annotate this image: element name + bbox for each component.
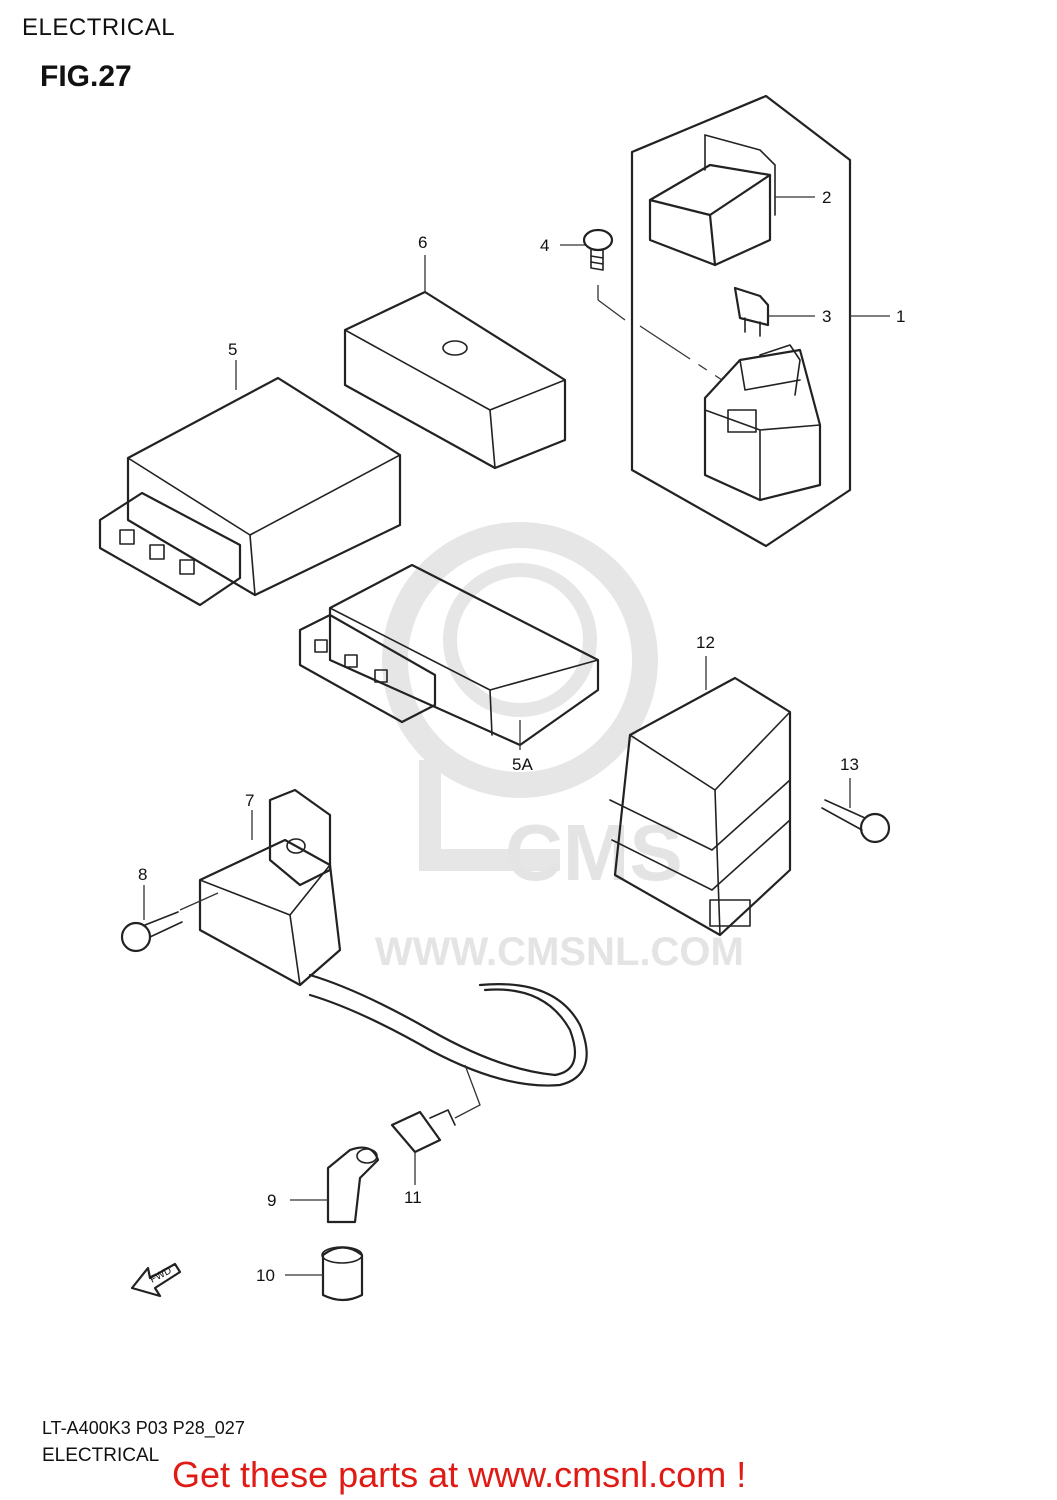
starter-relay-body bbox=[597, 285, 822, 502]
diagram-code: LT-A400K3 P03 P28_027 bbox=[42, 1418, 245, 1438]
section-header: ELECTRICAL bbox=[22, 14, 176, 41]
footer-title: ELECTRICAL bbox=[42, 1445, 160, 1466]
watermark-logo-text: CMS bbox=[505, 808, 683, 897]
part-4-screw[interactable] bbox=[560, 228, 614, 271]
part-9-spark-plug-cap[interactable] bbox=[290, 1146, 380, 1224]
figure-title: FIG.27 bbox=[40, 60, 132, 93]
part-7-ignition-coil[interactable] bbox=[179, 788, 588, 1087]
promo-link[interactable]: Get these parts at www.cmsnl.com ! bbox=[172, 1454, 747, 1495]
part-5a-cdi-unit[interactable] bbox=[298, 563, 600, 750]
watermark-logo: CMS WWW.CMSNL.COM bbox=[375, 522, 744, 974]
part-11-terminal[interactable] bbox=[390, 1064, 481, 1185]
part-13-bolt[interactable] bbox=[821, 778, 891, 844]
callout-12: 12 bbox=[696, 633, 715, 652]
part-10-cap-cover[interactable] bbox=[285, 1246, 364, 1302]
part-8-bolt[interactable] bbox=[120, 885, 183, 953]
callout-13: 13 bbox=[840, 755, 859, 774]
callout-4: 4 bbox=[540, 236, 549, 255]
forward-direction-arrow-icon: FWD bbox=[130, 1262, 182, 1298]
fwd-label: FWD bbox=[148, 1265, 173, 1285]
part-2-relay-cap[interactable] bbox=[648, 134, 815, 267]
callout-1: 1 bbox=[896, 307, 905, 326]
part-12-regulator-rectifier[interactable] bbox=[609, 656, 792, 937]
callout-5: 5 bbox=[228, 340, 237, 359]
part-1-starter-relay-assembly[interactable] bbox=[630, 94, 890, 548]
callout-2: 2 bbox=[822, 188, 831, 207]
callout-7: 7 bbox=[245, 791, 254, 810]
callout-6: 6 bbox=[418, 233, 427, 252]
callout-11: 11 bbox=[404, 1188, 422, 1207]
callout-5a: 5A bbox=[512, 755, 533, 774]
callout-9: 9 bbox=[267, 1191, 276, 1210]
callout-8: 8 bbox=[138, 865, 147, 884]
part-6-cover[interactable] bbox=[343, 255, 567, 470]
callout-10: 10 bbox=[256, 1266, 275, 1285]
part-3-fuse[interactable] bbox=[733, 286, 815, 337]
watermark-url-text: WWW.CMSNL.COM bbox=[375, 930, 744, 974]
callout-3: 3 bbox=[822, 307, 831, 326]
part-5-cdi-unit[interactable] bbox=[98, 360, 402, 607]
